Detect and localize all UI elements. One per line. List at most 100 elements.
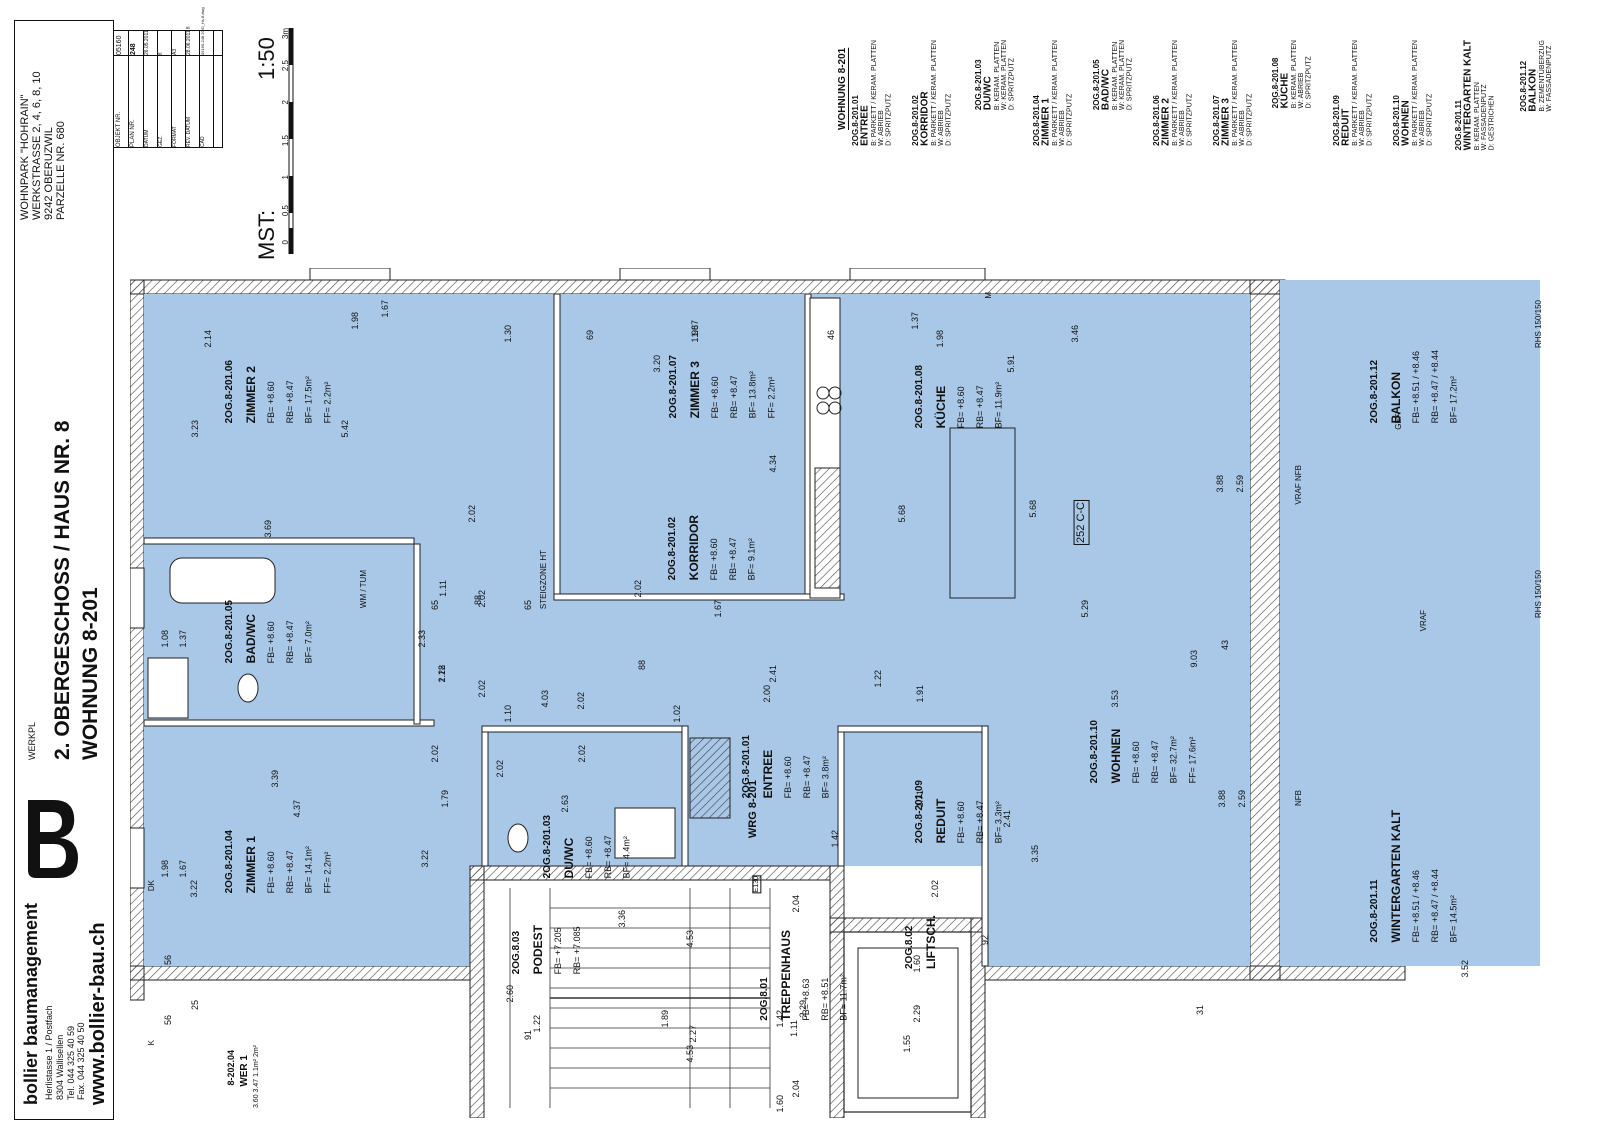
room-label-wintergarten: 2OG.8-201.11 WINTERGARTEN KALT FB= +8.51… bbox=[1369, 810, 1459, 943]
info-value-rev: 28.06.2011 fl bbox=[186, 26, 192, 55]
room-label-korridor: 2OG.8-201.02 KORRIDOR FB= +8.60 RB= +8.4… bbox=[667, 515, 757, 581]
scale-tick-0: 0 bbox=[281, 240, 290, 245]
legend-entry-line: B: KERAM. PLATTEN bbox=[1111, 41, 1119, 111]
scale-label: MST: bbox=[254, 209, 279, 260]
dimension-label: 3.39 bbox=[270, 770, 280, 788]
legend-entry-name: WOHNEN bbox=[1400, 100, 1412, 146]
dimension-label: 3.88 bbox=[1217, 790, 1227, 808]
project-parcel: PARZELLE NR. 680 bbox=[55, 121, 67, 220]
legend-entry-line: B: KERAM. PLATTEN bbox=[1290, 40, 1298, 109]
legend-entry-line: D: SPRITZPUTZ bbox=[1066, 93, 1074, 146]
dimension-label: 25 bbox=[190, 1000, 200, 1011]
dimension-label: 1.89 bbox=[660, 1010, 670, 1028]
dimension-label: 2.29 bbox=[798, 1000, 808, 1018]
legend-entry-name: KÜCHE bbox=[1279, 72, 1291, 109]
dimension-label: 1.11 bbox=[438, 580, 448, 597]
dimension-label: 1.55 bbox=[902, 1035, 912, 1053]
dimension-label: 1.22 bbox=[873, 670, 883, 688]
legend-entry-name: KORRIDOR bbox=[919, 91, 931, 146]
room-label-zimmer1: 2OG.8-201.04 ZIMMER 1 FB= +8.60 RB= +8.4… bbox=[224, 830, 333, 894]
info-value-plan: 248 bbox=[130, 43, 137, 55]
dimension-label: 1.98 bbox=[690, 325, 700, 343]
legend-entry-line: W: KERAM. PLATTEN bbox=[1119, 40, 1127, 111]
dimension-label: 92 bbox=[980, 935, 990, 946]
dimension-label: 9.03 bbox=[1189, 650, 1199, 668]
dimension-label: 3.88 bbox=[1215, 475, 1225, 493]
dimension-label: 1.42 bbox=[775, 1010, 785, 1028]
company-address-2: 8304 Wallisellen bbox=[55, 1034, 65, 1100]
dimension-label: 4.53 bbox=[685, 1045, 695, 1063]
dimension-label: 43 bbox=[1220, 640, 1230, 651]
scale-tick-2: 2 bbox=[281, 100, 290, 105]
info-label-rev: REV. DATUM bbox=[186, 116, 192, 147]
legend-entry-name: ENTREE bbox=[859, 105, 871, 146]
dimension-label: 46 bbox=[826, 330, 836, 341]
dimension-label: 3.20 bbox=[652, 355, 662, 373]
dimension-label: 65 bbox=[523, 600, 533, 611]
dimension-label: 2.02 bbox=[577, 745, 587, 763]
info-table: OBJEKT NR. 05160 PLAN NR. 248 DATUM 26.0… bbox=[113, 7, 223, 148]
company-fax: Fax. 044 325 40 50 bbox=[76, 1022, 86, 1100]
dimension-label: 5.29 bbox=[1080, 600, 1090, 618]
legend-entry-line: W: ABRIEB bbox=[1239, 110, 1247, 146]
legend-entry-line: D: SPRITZPUTZ bbox=[1305, 56, 1313, 109]
room-label-kueche: 2OG.8-201.08 KÜCHE FB= +8.60 RB= +8.47 B… bbox=[914, 365, 1004, 429]
legend-entry-line: B: PARKETT / KERAM. PLATTEN bbox=[1171, 40, 1179, 146]
dimension-label: 2.02 bbox=[495, 760, 505, 778]
dimension-label: 1.11 bbox=[789, 1020, 799, 1037]
stairs bbox=[509, 888, 771, 1108]
dimension-label: 3.53 bbox=[1110, 690, 1120, 708]
dimension-label: 3.36 bbox=[617, 910, 627, 928]
dimension-label: 2.41 bbox=[1002, 810, 1012, 828]
dimension-label: 1.79 bbox=[440, 790, 450, 808]
dimension-label: 2.14 bbox=[203, 330, 213, 348]
legend-entry-line: D: GESTRICHEN bbox=[1488, 95, 1496, 151]
dimension-label: 2.04 bbox=[791, 1080, 801, 1098]
info-label-gez: GEZ. bbox=[158, 135, 164, 147]
legend-entry-name: ZIMMER 3 bbox=[1220, 98, 1232, 146]
kitchen-island bbox=[949, 427, 1016, 599]
dimension-label: 2.59 bbox=[1237, 790, 1247, 808]
legend-entry-line: B: PARKETT / KERAM. PLATTEN bbox=[870, 40, 878, 146]
legend-entry-line: B: KERAM. PLATTEN bbox=[993, 41, 1001, 111]
dimension-label: 1.37 bbox=[178, 630, 188, 648]
scale-tick-3m: 3m bbox=[281, 28, 290, 40]
legend-entry-line: D: SPRITZPUTZ bbox=[1008, 58, 1016, 111]
company-website: www.bollier-bau.ch bbox=[87, 922, 109, 1105]
room-label-bad-wc: 2OG.8-201.05 BAD/WC FB= +8.60 RB= +8.47 … bbox=[224, 600, 314, 664]
legend-entry-line: W: ABRIEB bbox=[1179, 110, 1187, 146]
dimension-label: 2.59 bbox=[1235, 475, 1245, 493]
info-value-cad: 05160-248 2OG_Hs.8.dwg bbox=[200, 7, 205, 55]
interior-walls bbox=[143, 293, 989, 967]
wm-tum-label: WM / TUM bbox=[359, 570, 368, 609]
bathtub bbox=[169, 557, 276, 604]
dimension-label: 4.03 bbox=[540, 690, 550, 708]
dimension-label: 1.08 bbox=[160, 630, 170, 648]
dimension-label: 2.02 bbox=[633, 580, 643, 598]
dimension-label: 1.91 bbox=[915, 685, 925, 703]
legend-entry-line: B: PARKETT / KERAM. PLATTEN bbox=[930, 40, 938, 146]
wall-bottom-left bbox=[130, 965, 471, 981]
dimension-label: 2.00 bbox=[762, 685, 772, 703]
company-logo bbox=[18, 790, 84, 880]
dimension-label: 1.67 bbox=[713, 600, 723, 618]
dimension-label: 2.02 bbox=[477, 680, 487, 698]
scale-tick-05: 0.5 bbox=[281, 205, 290, 217]
floor-plan bbox=[130, 268, 1540, 1118]
room-label-zimmer2: 2OG.8-201.06 ZIMMER 2 FB= +8.60 RB= +8.4… bbox=[224, 360, 333, 424]
legend-entry-line: D: SPRITZPUTZ bbox=[1366, 93, 1374, 146]
m-label: M bbox=[984, 292, 993, 299]
legend-entry-line: W: FASSADENPUTZ bbox=[1481, 84, 1489, 151]
dimension-label: 1.98 bbox=[160, 860, 170, 878]
dimension-label: 1.71 bbox=[915, 790, 925, 808]
room-label-balkon: 2OG.8-201.12 BALKON FB= +8.51 / +8.46 RB… bbox=[1369, 350, 1459, 424]
legend-entry-line: B: PARKETT / KERAM. PLATTEN bbox=[1351, 40, 1359, 146]
company-phone: Tel. 044 325 40 59 bbox=[66, 1025, 76, 1100]
dimension-label: 31 bbox=[1195, 1005, 1205, 1016]
dimension-label: 88 bbox=[637, 660, 647, 671]
room-label-du-wc: 2OG.8-201.03 DU/WC FB= +8.60 RB= +8.47 B… bbox=[542, 815, 632, 879]
dimension-label: 1.60 bbox=[912, 955, 922, 973]
dimension-label: 1.02 bbox=[672, 705, 682, 723]
